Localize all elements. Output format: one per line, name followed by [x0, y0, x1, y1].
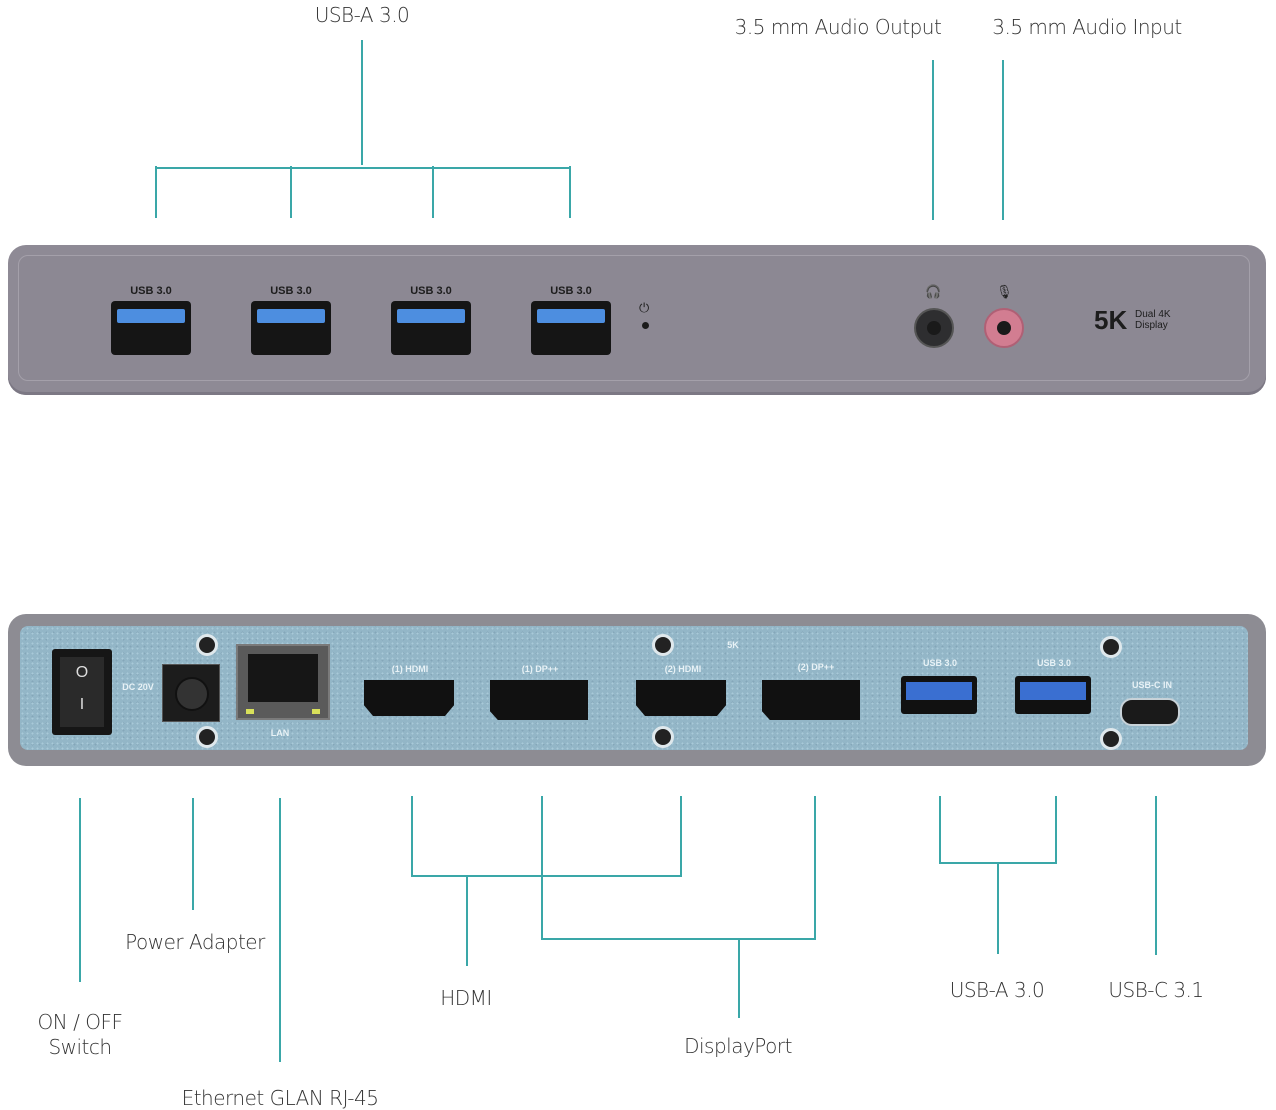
usb-a-port-back [1015, 676, 1091, 714]
audio-output-jack [914, 308, 954, 348]
screw-icon [652, 726, 674, 748]
callout-switch-line1: ON / OFF [37, 1010, 123, 1034]
hdmi-port-1 [364, 680, 454, 716]
lan-label: LAN [270, 728, 290, 738]
usbc-label: USB-C IN [1132, 680, 1172, 690]
dc-power-jack [162, 664, 220, 722]
switch-off-mark: I [79, 696, 85, 713]
callout-line-usb-back [939, 796, 1057, 954]
displayport-2 [762, 680, 860, 720]
usb-a-port-back [901, 676, 977, 714]
dp2-label: (2) DP++ [797, 662, 835, 672]
callout-usb-c: USB-C 3.1 [1108, 978, 1204, 1002]
headphones-icon: 🎧 [925, 285, 942, 300]
usb-a-port-front [111, 301, 191, 355]
callout-power-adapter: Power Adapter [125, 930, 265, 954]
screw-icon [652, 634, 674, 656]
switch-on-mark: O [75, 664, 89, 681]
power-led [642, 322, 649, 329]
power-icon: ⏻ [639, 301, 650, 316]
front-panel: USB 3.0 USB 3.0 USB 3.0 USB 3.0 ⏻ 🎧 🎙 5K… [8, 245, 1266, 395]
screw-icon [1100, 636, 1122, 658]
usb-port-label: USB 3.0 [130, 285, 172, 297]
callout-switch-line2: Switch [48, 1035, 112, 1059]
callout-audio-input: 3.5 mm Audio Input [992, 15, 1182, 39]
callout-displayport: DisplayPort [684, 1034, 792, 1058]
callout-switch: ON / OFF Switch [38, 1010, 123, 1060]
screw-icon [1100, 728, 1122, 750]
badge-line2: Display [1135, 320, 1168, 331]
screw-icon [196, 726, 218, 748]
front-face [18, 255, 1250, 381]
microphone-icon: 🎙 [996, 285, 1013, 300]
callout-line-usb-front [155, 40, 571, 218]
badge-dual-4k: Dual 4K Display [1135, 309, 1171, 331]
ethernet-port [236, 644, 330, 720]
callout-line-hdmi [411, 796, 682, 966]
usb2-label: USB 3.0 [1036, 658, 1072, 668]
back-panel: O I DC 20V LAN (1) HDMI (1) DP++ 5K (2) … [8, 614, 1266, 766]
callout-audio-output: 3.5 mm Audio Output [734, 15, 942, 39]
usb-port-label: USB 3.0 [410, 285, 452, 297]
screw-icon [196, 634, 218, 656]
audio-input-jack [984, 308, 1024, 348]
hdmi1-label: (1) HDMI [391, 664, 429, 674]
hdmi-port-2 [636, 680, 726, 716]
usb-port-label: USB 3.0 [270, 285, 312, 297]
usb-c-port [1120, 698, 1180, 726]
callout-usb-a-front: USB-A 3.0 [314, 3, 410, 27]
usb-port-label: USB 3.0 [550, 285, 592, 297]
dp1-label: (1) DP++ [521, 664, 559, 674]
callout-line-displayport [541, 796, 816, 1018]
5k-label: 5K [727, 640, 739, 650]
usb1-label: USB 3.0 [922, 658, 958, 668]
displayport-1 [490, 680, 588, 720]
callout-ethernet: Ethernet GLAN RJ-45 [181, 1086, 379, 1110]
usb-a-port-front [391, 301, 471, 355]
power-switch: O I [52, 649, 112, 735]
callout-hdmi: HDMI [440, 986, 492, 1010]
badge-line1: Dual 4K [1135, 309, 1171, 320]
hdmi2-label: (2) HDMI [664, 664, 702, 674]
badge-5k: 5K [1094, 305, 1128, 335]
dc-label: DC 20V [122, 682, 154, 692]
usb-a-port-front [251, 301, 331, 355]
usb-a-port-front [531, 301, 611, 355]
callout-usb-a-back: USB-A 3.0 [949, 978, 1045, 1002]
